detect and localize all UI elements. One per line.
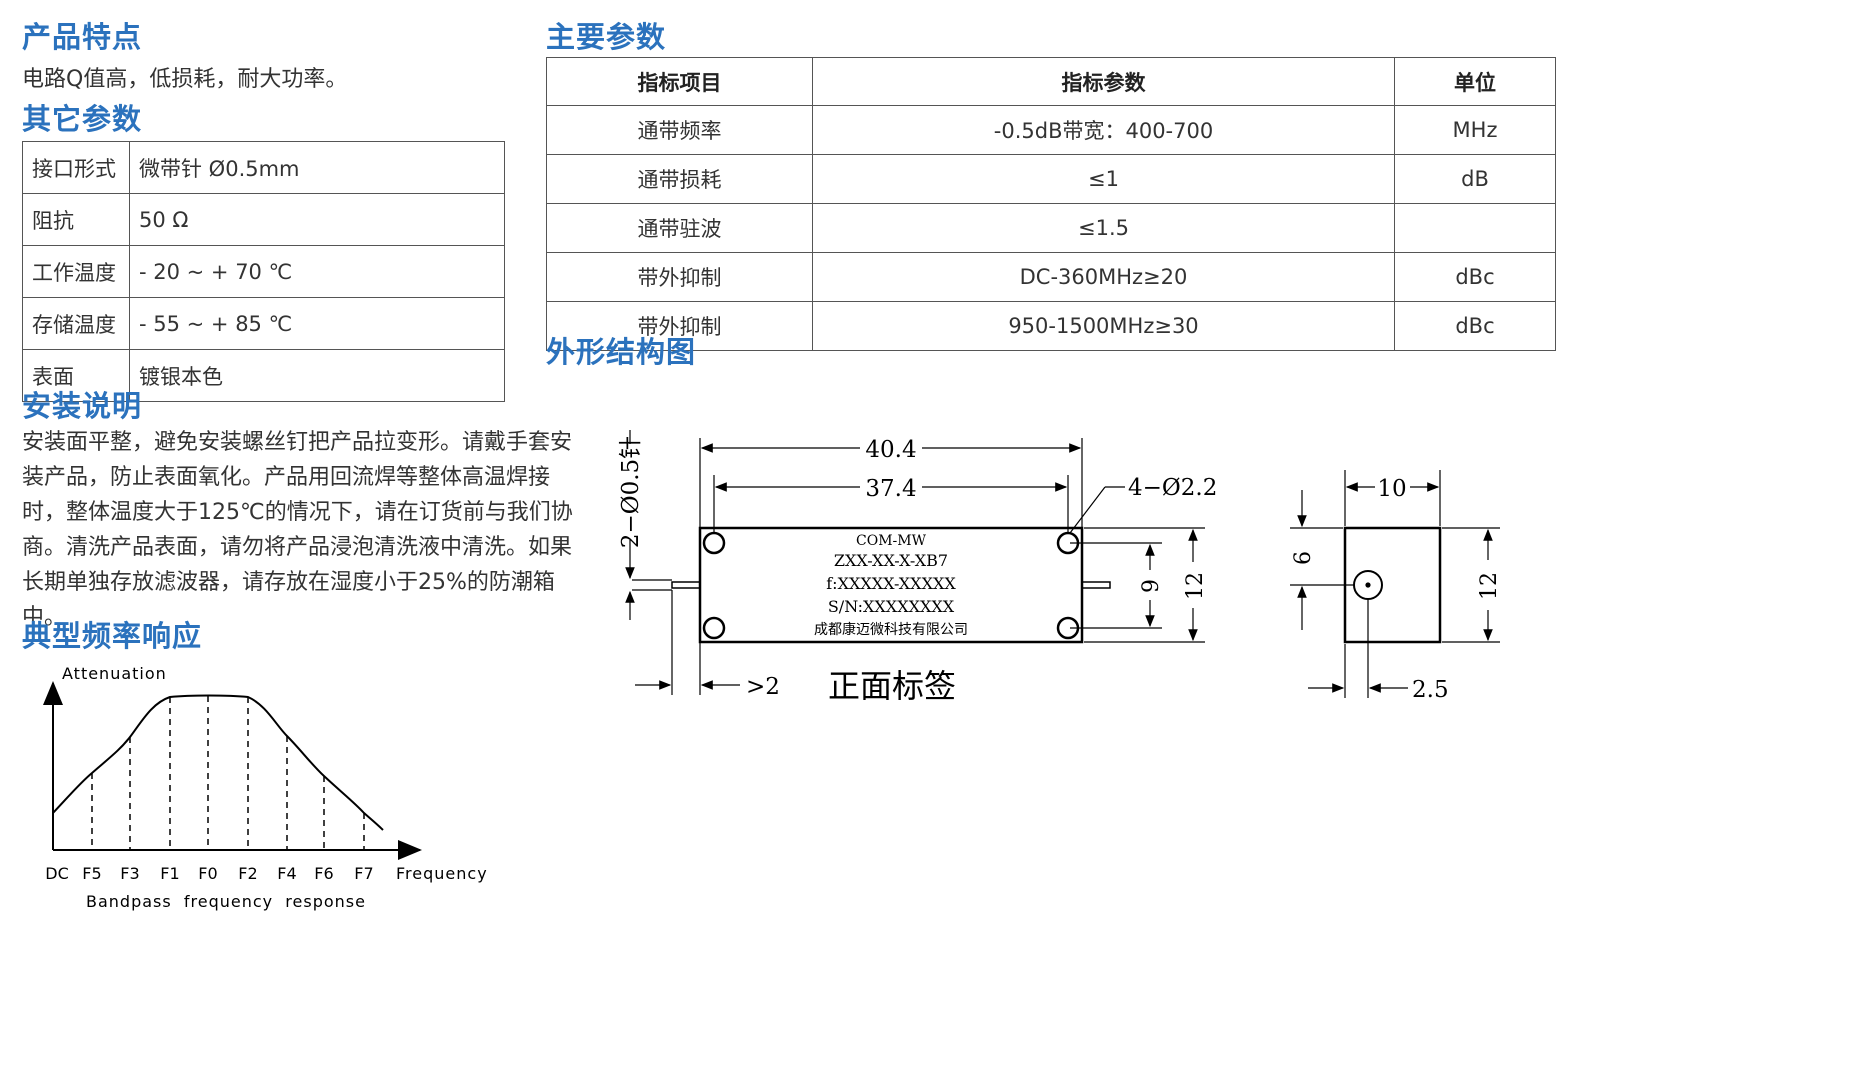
- param-label: 阻抗: [22, 193, 130, 246]
- spec-item: 带外抑制: [546, 252, 813, 302]
- dim-pin-length: >2: [746, 674, 780, 700]
- tick-label: F4: [277, 864, 296, 883]
- response-title: 典型频率响应: [22, 619, 203, 653]
- param-value: 50 Ω: [129, 193, 505, 246]
- side-dim-height: 12: [1477, 572, 1502, 600]
- param-value: - 55 ~ + 85 ℃: [129, 297, 505, 350]
- label-frequency: f:XXXXX-XXXXX: [826, 574, 956, 593]
- outline-drawing: 40.4 37.4 4−Ø2.2 >2 2−Ø0.5针 9 12 10 6 12…: [618, 430, 1502, 705]
- pin-left: [671, 581, 701, 589]
- other-params-row: 工作温度- 20 ~ + 70 ℃: [22, 245, 505, 298]
- dim-holes: 4−Ø2.2: [1128, 475, 1217, 501]
- side-dim-pin-position: 6: [1291, 551, 1316, 565]
- x-axis-label: Frequency: [396, 864, 488, 883]
- label-model: ZXX-XX-X-XB7: [834, 551, 948, 570]
- spec-unit: [1394, 203, 1556, 253]
- spec-item: 带外抑制: [546, 301, 813, 351]
- tick-label: DC: [45, 864, 69, 883]
- spec-item: 通带损耗: [546, 154, 813, 204]
- install-line: 安装面平整，避免安装螺丝钉把产品拉变形。请戴手套安: [22, 430, 573, 455]
- install-line: 装产品，防止表面氧化。产品用回流焊等整体高温焊接: [22, 465, 551, 490]
- spec-item: 通带驻波: [546, 203, 813, 253]
- tick-label: F5: [82, 864, 101, 883]
- spec-item: 通带频率: [546, 105, 813, 155]
- other-params-row: 存储温度- 55 ~ + 85 ℃: [22, 297, 505, 350]
- install-line: 时，整体温度大于125℃的情况下，请在订货前与我们协: [22, 500, 573, 525]
- y-axis-label: Attenuation: [62, 664, 167, 683]
- spec-value: -0.5dB带宽：400-700: [812, 105, 1395, 155]
- mount-hole: [702, 531, 726, 555]
- install-line: 中。: [22, 605, 67, 630]
- main-params-row: 通带驻波≤1.5: [546, 203, 1556, 253]
- spec-value: ≤1.5: [812, 203, 1395, 253]
- tick-label: F0: [198, 864, 217, 883]
- spec-unit: MHz: [1394, 105, 1556, 155]
- param-label: 接口形式: [22, 141, 130, 194]
- spec-value: DC-360MHz≥20: [812, 252, 1395, 302]
- tick-label: F2: [238, 864, 257, 883]
- response-curve: [52, 694, 384, 831]
- install-text: 安装面平整，避免安装螺丝钉把产品拉变形。请戴手套安 装产品，防止表面氧化。产品用…: [22, 425, 573, 635]
- pin-right: [1081, 581, 1111, 589]
- spec-value: ≤1: [812, 154, 1395, 204]
- dim-pin-diameter: 2−Ø0.5针: [618, 436, 644, 548]
- spec-unit: dBc: [1394, 252, 1556, 302]
- install-title: 安装说明: [22, 389, 143, 423]
- label-serial: S/N:XXXXXXXX: [828, 597, 955, 616]
- param-value: 镀银本色: [129, 349, 505, 402]
- dim-length-outer: 40.4: [865, 437, 916, 463]
- other-params-row: 表面镀银本色: [22, 349, 505, 402]
- spec-unit: dB: [1394, 154, 1556, 204]
- other-params-title: 其它参数: [22, 102, 143, 136]
- header-unit: 单位: [1394, 57, 1556, 106]
- install-line: 长期单独存放滤波器，请存放在湿度小于25%的防潮箱: [22, 570, 555, 595]
- outline-title: 外形结构图: [546, 335, 697, 369]
- param-value: 微带针 Ø0.5mm: [129, 141, 505, 194]
- main-params-header-row: 指标项目 指标参数 单位: [546, 57, 1556, 106]
- dim-height: 12: [1183, 572, 1208, 600]
- tick-label: F7: [354, 864, 373, 883]
- side-dim-pin-offset: 2.5: [1412, 677, 1449, 703]
- frequency-response-chart: Attenuation Frequency DC F5 F3 F1 F0 F2 …: [43, 664, 488, 911]
- mount-hole: [702, 616, 726, 640]
- tick-label: F6: [314, 864, 333, 883]
- dim-hole-spacing: 9: [1139, 579, 1164, 593]
- features-title: 产品特点: [22, 20, 143, 54]
- header-item: 指标项目: [546, 57, 813, 106]
- chart-caption: Bandpass frequency response: [86, 892, 366, 911]
- tick-labels: DC F5 F3 F1 F0 F2 F4 F6 F7: [45, 864, 373, 883]
- label-brand: COM-MW: [856, 533, 927, 549]
- side-view-body: [1343, 526, 1442, 644]
- tick-label: F1: [160, 864, 179, 883]
- install-line: 商。清洗产品表面，请勿将产品浸泡清洗液中清洗。如果: [22, 535, 573, 560]
- dim-length-inner: 37.4: [865, 476, 916, 502]
- param-label: 存储温度: [22, 297, 130, 350]
- features-text: 电路Q值高，低损耗，耐大功率。: [22, 67, 348, 92]
- side-dim-width: 10: [1377, 476, 1406, 502]
- spec-value: 950-1500MHz≥30: [812, 301, 1395, 351]
- tick-label: F3: [120, 864, 139, 883]
- label-company: 成都康迈微科技有限公司: [814, 621, 968, 638]
- param-value: - 20 ~ + 70 ℃: [129, 245, 505, 298]
- header-param: 指标参数: [812, 57, 1395, 106]
- main-params-title: 主要参数: [546, 20, 667, 54]
- dashed-markers: [91, 696, 365, 850]
- param-label: 工作温度: [22, 245, 130, 298]
- param-label: 表面: [22, 349, 130, 402]
- spec-unit: dBc: [1394, 301, 1556, 351]
- front-label-caption: 正面标签: [828, 667, 956, 705]
- other-params-row: 接口形式微带针 Ø0.5mm: [22, 141, 505, 194]
